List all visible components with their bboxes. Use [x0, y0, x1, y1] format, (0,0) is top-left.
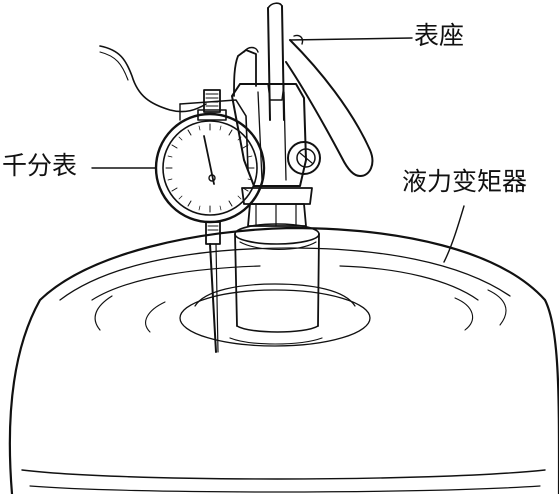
label-dial-indicator: 千分表	[2, 151, 78, 180]
leader-line-torque	[443, 205, 465, 263]
torque-converter-icon	[8, 226, 559, 494]
dial-gauge-icon	[154, 89, 266, 353]
label-torque-converter: 液力变矩器	[402, 167, 528, 196]
magnetic-stand-icon	[99, 2, 374, 187]
label-dial-indicator-stand: 表座	[414, 21, 465, 50]
leader-line-stand	[289, 37, 413, 41]
converter-hub-cylinder	[234, 187, 320, 333]
